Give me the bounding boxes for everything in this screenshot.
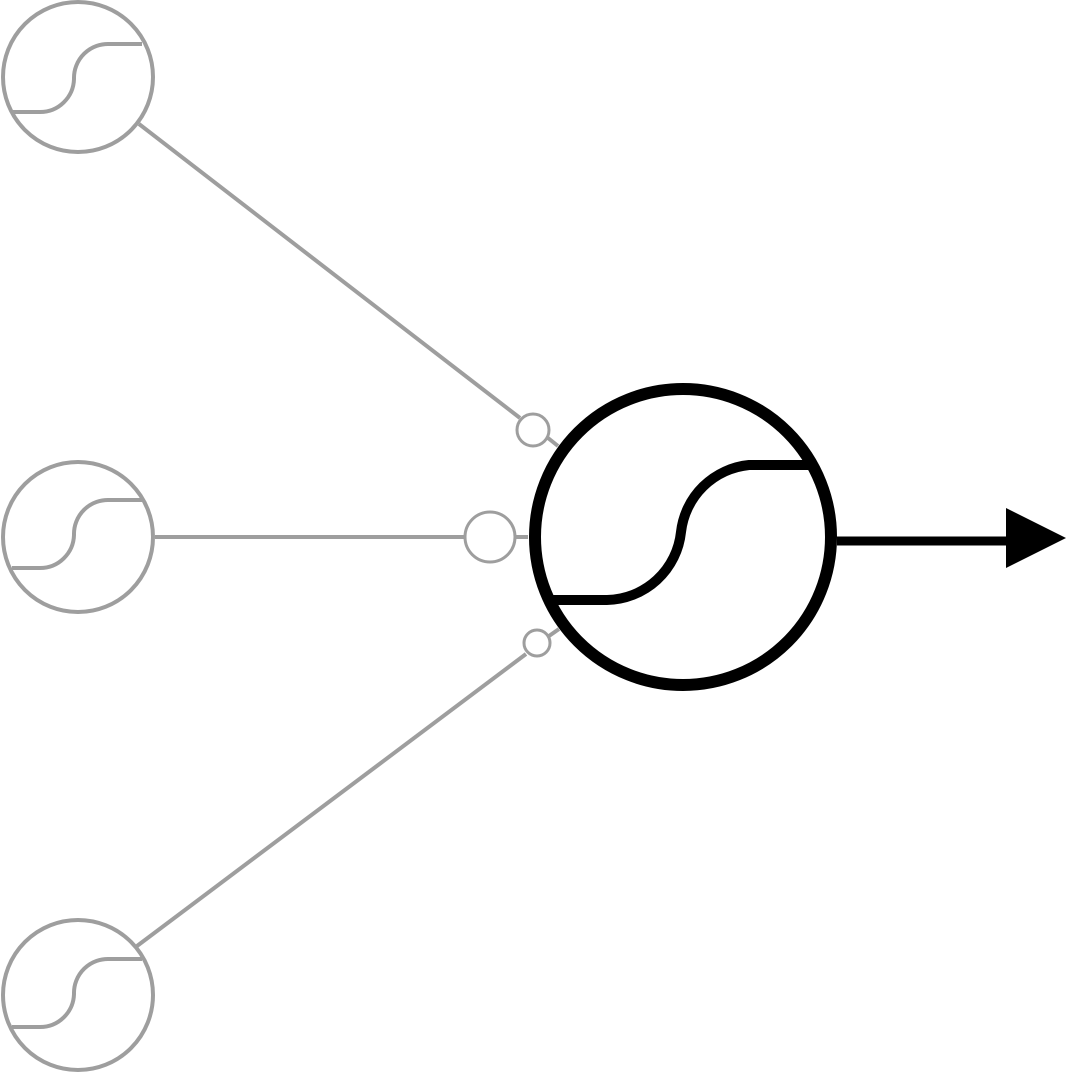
output-arrow — [837, 508, 1066, 568]
arrow-right-icon — [1006, 508, 1066, 568]
sigmoid-curve — [12, 41, 142, 114]
connection-line-3-stub — [547, 627, 561, 638]
connection-line-3 — [135, 652, 528, 948]
input-neuron-1 — [1, 0, 155, 154]
output-neuron — [529, 383, 837, 691]
sigmoid-activation-icon — [529, 383, 837, 691]
sigmoid-activation-icon — [1, 0, 155, 154]
sigmoid-curve — [551, 460, 813, 605]
weight-node-icon — [515, 412, 551, 448]
connection-line-1-stub — [546, 436, 560, 448]
sigmoid-activation-icon — [1, 918, 155, 1072]
input-connections — [135, 122, 561, 948]
input-neuron-2 — [1, 460, 155, 614]
weights — [463, 412, 552, 658]
sigmoid-curve — [12, 956, 142, 1029]
input-neurons — [1, 0, 155, 1072]
weight-node-icon — [463, 510, 517, 564]
weight-node-icon — [522, 628, 552, 658]
sigmoid-curve — [12, 497, 142, 570]
sigmoid-activation-icon — [1, 460, 155, 614]
connection-line-1 — [137, 122, 522, 420]
input-neuron-3 — [1, 918, 155, 1072]
